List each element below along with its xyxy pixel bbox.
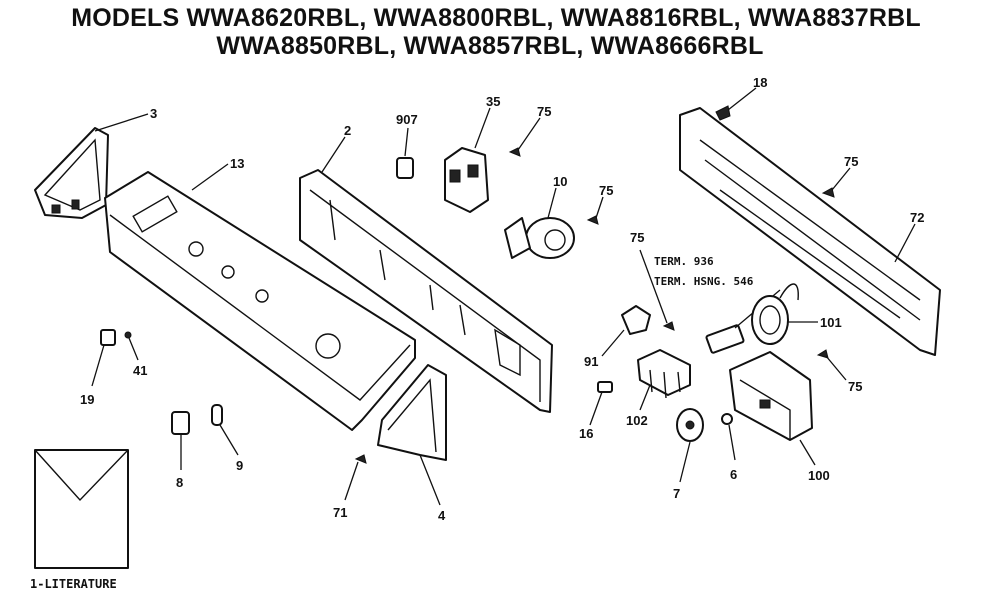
- part-9-spring: [211, 404, 239, 456]
- part-7-timer-knob: [676, 408, 704, 483]
- part-75-screw-a: [508, 117, 541, 157]
- part-41-screw: [124, 331, 139, 361]
- callout-75-c: 75: [844, 154, 858, 169]
- callout-907: 907: [396, 112, 418, 127]
- callout-19: 19: [80, 392, 94, 407]
- part-75-screw-c: [821, 167, 851, 198]
- callout-75-a: 75: [537, 104, 551, 119]
- part-4-end-cap: [377, 364, 447, 506]
- part-75-screw-e: [816, 349, 847, 381]
- callout-100: 100: [808, 468, 830, 483]
- part-18-screw: [715, 87, 757, 121]
- part-10-pressure-switch: [504, 187, 575, 259]
- part-71-screw: [344, 454, 367, 501]
- callout-3: 3: [150, 106, 157, 121]
- callout-6: 6: [730, 467, 737, 482]
- part-8-knob: [171, 411, 190, 470]
- callout-18: 18: [753, 75, 767, 90]
- models-title-line-2: WWA8850RBL, WWA8857RBL, WWA8666RBL: [216, 32, 764, 60]
- callout-71: 71: [333, 505, 347, 520]
- callout-9: 9: [236, 458, 243, 473]
- part-91-switch: [601, 305, 651, 357]
- callout-75-d: 75: [630, 230, 644, 245]
- part-6-spring: [721, 413, 736, 461]
- part-35-switch: [444, 107, 491, 213]
- callout-35: 35: [486, 94, 500, 109]
- part-100-timer: [729, 351, 816, 466]
- part-101-timer-motor: [751, 283, 818, 345]
- part-13-control-panel: [104, 163, 416, 431]
- part-2-mounting-bracket: [299, 136, 553, 413]
- part-75-screw-b: [586, 196, 604, 225]
- callout-72: 72: [910, 210, 924, 225]
- callout-75-e: 75: [848, 379, 862, 394]
- models-title-line-1: MODELS WWA8620RBL, WWA8800RBL, WWA8816RB…: [71, 4, 921, 32]
- part-19-clip: [91, 329, 116, 387]
- callout-4: 4: [438, 508, 446, 523]
- literature-label: 1-LITERATURE: [30, 577, 117, 591]
- part-907-knob-clip: [396, 127, 414, 179]
- note-term-hsng-546: TERM. HSNG. 546: [654, 275, 754, 288]
- callout-8: 8: [176, 475, 183, 490]
- literature-envelope: [34, 449, 129, 569]
- callout-75-b: 75: [599, 183, 613, 198]
- callout-102: 102: [626, 413, 648, 428]
- callout-16: 16: [579, 426, 593, 441]
- part-3-end-cap: [34, 113, 149, 219]
- callout-13: 13: [230, 156, 244, 171]
- callout-91: 91: [584, 354, 598, 369]
- part-102-switch: [637, 349, 691, 411]
- part-75-screw-d: [639, 249, 675, 331]
- callout-7: 7: [673, 486, 680, 501]
- callout-10: 10: [553, 174, 567, 189]
- callout-41: 41: [133, 363, 147, 378]
- part-72-rear-panel: [679, 107, 941, 356]
- callout-2: 2: [344, 123, 351, 138]
- callout-101: 101: [820, 315, 842, 330]
- note-term-936: TERM. 936: [654, 255, 714, 268]
- part-16-screw: [589, 381, 613, 426]
